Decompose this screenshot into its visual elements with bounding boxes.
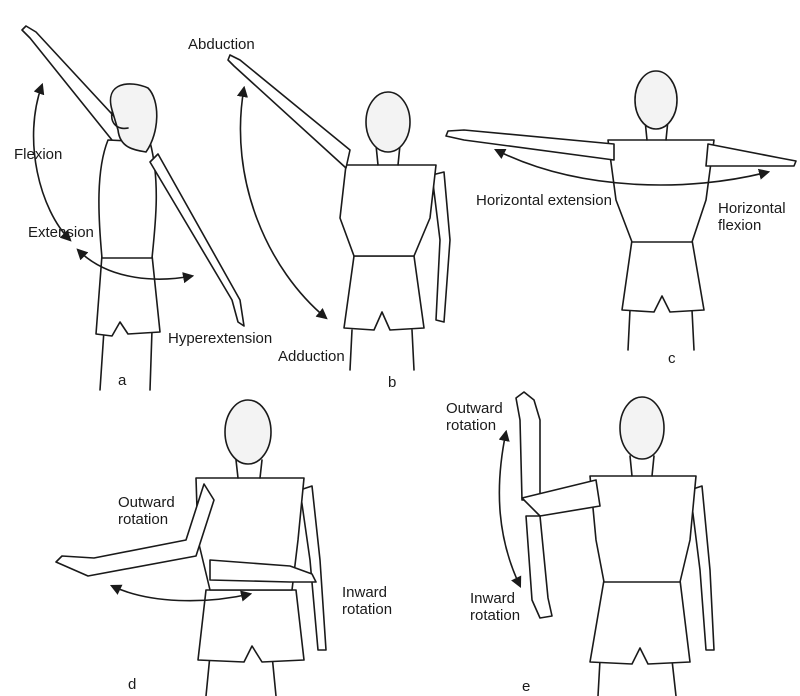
label-outward-rotation-d: Outward rotation: [118, 494, 175, 528]
figure-d: [55, 399, 327, 696]
panel-letter-b: b: [388, 374, 397, 391]
figure-b: [227, 54, 451, 371]
panel-letter-a: a: [118, 372, 127, 389]
label-flexion: Flexion: [14, 146, 63, 163]
label-abduction: Abduction: [188, 36, 255, 53]
panel-letter-e: e: [522, 678, 531, 695]
label-inward-rotation-e: Inward rotation: [470, 590, 521, 624]
panel-letter-d: d: [128, 676, 137, 693]
label-extension: Extension: [28, 224, 94, 241]
label-horizontal-extension: Horizontal extension: [476, 192, 612, 209]
label-horizontal-flexion: Horizontal flexion: [718, 200, 786, 234]
label-hyperextension: Hyperextension: [168, 330, 273, 347]
label-adduction: Adduction: [278, 348, 345, 365]
label-outward-rotation-e: Outward rotation: [446, 400, 503, 434]
panel-letter-c: c: [668, 350, 676, 367]
label-inward-rotation-d: Inward rotation: [342, 584, 393, 618]
figure-e: [515, 391, 715, 696]
